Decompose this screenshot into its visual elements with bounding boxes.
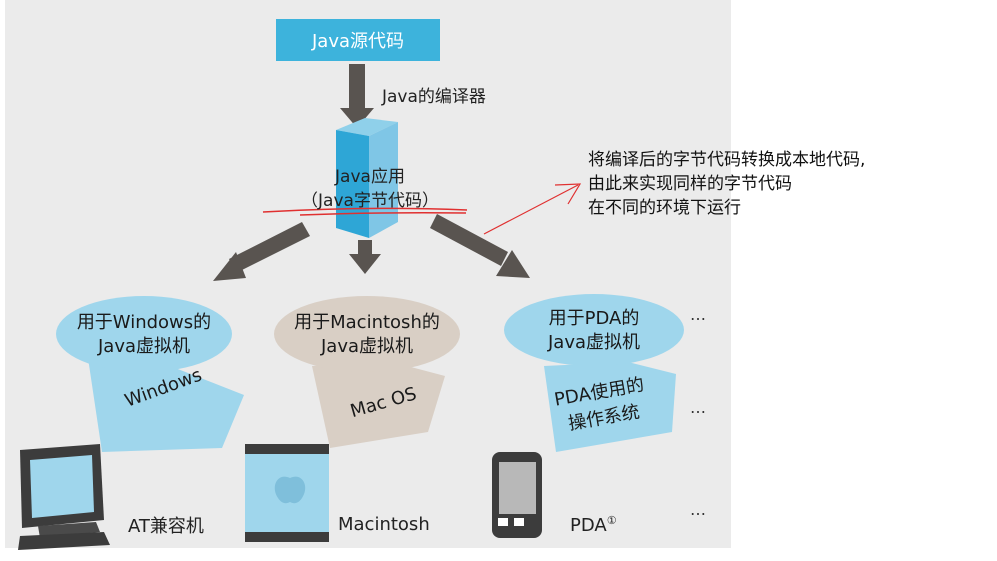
annotation-line3: 在不同的环境下运行 [588,198,741,218]
java-app-label: Java应用 [335,167,405,187]
annotation-line2: 由此来实现同样的字节代码 [588,174,792,194]
pda-footnote: ① [606,514,617,527]
arrow-to-windows [213,222,310,281]
windows-vm-line2: Java虚拟机 [97,336,191,357]
java-source-box: Java源代码 [276,19,440,61]
pda-label-text: PDA [570,515,607,536]
annotation-underline [262,207,468,216]
diagram-panel [5,0,731,548]
compiler-label: Java的编译器 [382,87,486,107]
arrow-to-mac [349,240,381,274]
macintosh-icon [245,444,329,542]
windows-vm-line1: 用于Windows的 [76,312,212,333]
annotation-pointer [483,183,582,235]
mac-vm-line2: Java虚拟机 [320,336,414,357]
macintosh-label: Macintosh [338,514,430,535]
pda-vm-line2: Java虚拟机 [547,332,641,353]
arrow-to-pda [430,214,530,278]
pda-label: PDA① [570,514,617,536]
java-bytecode-label: （Java字节代码） [301,191,439,211]
annotation-line1: 将编译后的字节代码转换成本地代码, [588,150,866,170]
ellipsis-os: … [690,398,707,417]
pda-vm-line1: 用于PDA的 [548,308,640,329]
compiler-arrow [340,64,374,128]
mac-vm-line1: 用于Macintosh的 [294,312,440,333]
pda-icon [492,452,542,538]
ellipsis-vm: … [690,305,707,324]
at-compatible-label: AT兼容机 [128,516,204,537]
computer-icon [18,444,110,550]
pda-vm [504,294,684,452]
windows-vm [56,296,244,452]
mac-vm [274,296,460,448]
ellipsis-device: … [690,500,707,519]
